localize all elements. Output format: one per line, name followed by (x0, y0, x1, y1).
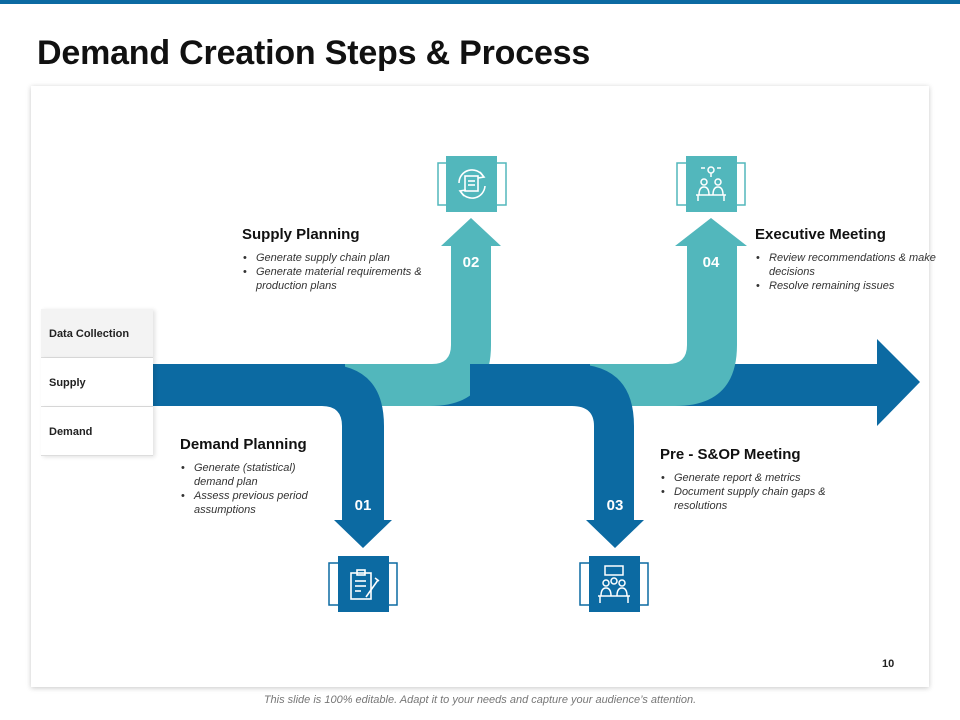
step-04-icon-box (676, 156, 746, 212)
meeting-people-icon (598, 565, 630, 603)
main-arrow-head (877, 339, 920, 426)
step-02-icon-box (437, 156, 507, 212)
step-02-bullet: Generate supply chain plan (242, 251, 442, 265)
step-01-bullet: Generate (statistical) demand plan (180, 461, 330, 489)
step-02-number: 02 (462, 254, 480, 271)
arrow-02 (345, 218, 501, 406)
step-04-text: Executive Meeting Review recommendations… (755, 226, 955, 293)
cycle-clipboard-icon (458, 169, 486, 199)
step-02-bullet: Generate material requirements & product… (242, 265, 442, 293)
step-01-number: 01 (354, 497, 372, 514)
step-01-bullet: Assess previous period assumptions (180, 489, 330, 517)
step-03-number: 03 (606, 497, 624, 514)
step-01-text: Demand Planning Generate (statistical) d… (180, 436, 330, 517)
step-03-title: Pre - S&OP Meeting (660, 446, 801, 463)
page-title: Demand Creation Steps & Process (37, 34, 591, 72)
step-02-title: Supply Planning (242, 226, 360, 243)
sidebar-item-data-collection: Data Collection (41, 309, 153, 358)
arrow-01 (153, 364, 392, 548)
arrow-04 (590, 218, 747, 406)
step-03-icon-box (579, 556, 649, 612)
step-03-text: Pre - S&OP Meeting Generate report & met… (660, 446, 860, 513)
step-04-bullet: Review recommendations & make decisions (755, 251, 955, 279)
clipboard-pen-icon (350, 569, 380, 600)
sidebar-item-supply: Supply (41, 358, 153, 407)
step-03-bullet: Document supply chain gaps & resolutions (660, 485, 860, 513)
arrow-03 (470, 364, 644, 548)
step-01-title: Demand Planning (180, 436, 307, 453)
stage-sidebar: Data Collection Supply Demand (41, 309, 153, 456)
step-04-title: Executive Meeting (755, 226, 886, 243)
step-01-icon-box (328, 556, 398, 612)
sidebar-item-demand: Demand (41, 407, 153, 456)
top-accent-bar (0, 0, 960, 4)
page-number: 10 (882, 658, 895, 670)
footer-note: This slide is 100% editable. Adapt it to… (263, 694, 697, 706)
step-03-bullet: Generate report & metrics (660, 471, 860, 485)
step-02-text: Supply Planning Generate supply chain pl… (242, 226, 442, 293)
step-04-number: 04 (702, 254, 720, 271)
step-04-bullet: Resolve remaining issues (755, 279, 955, 293)
executive-meeting-icon (696, 166, 726, 201)
